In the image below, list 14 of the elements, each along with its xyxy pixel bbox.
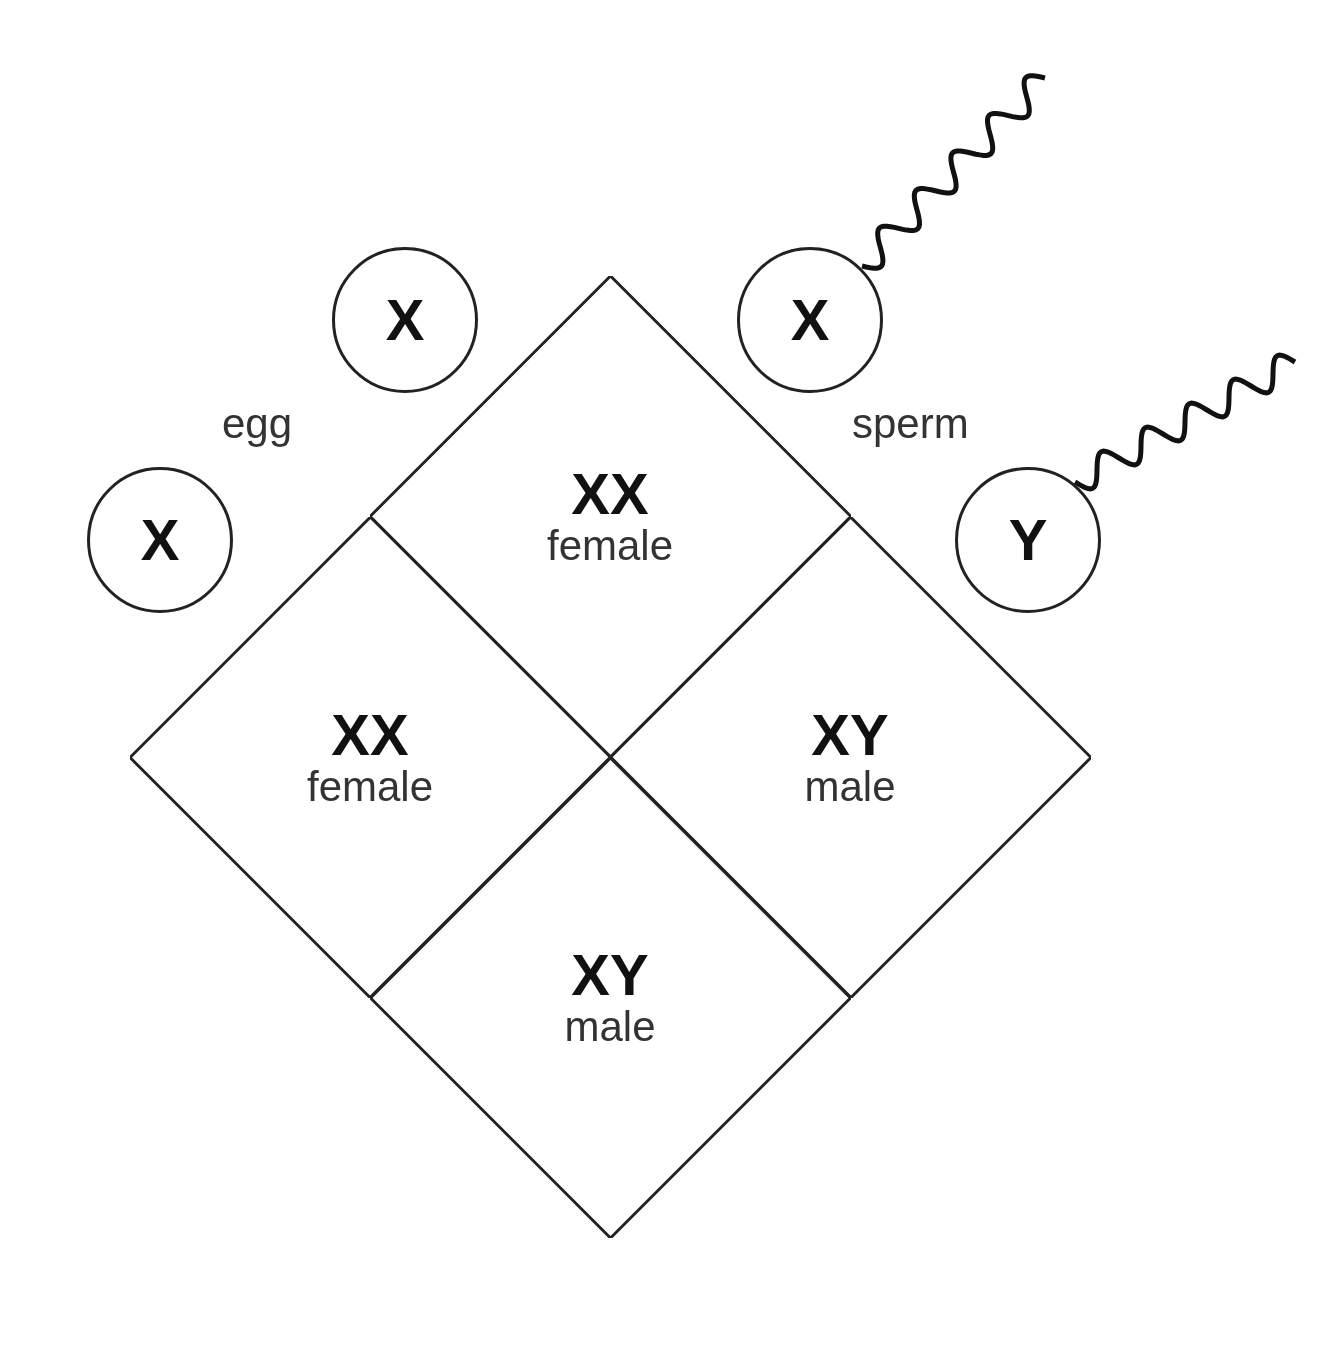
- chromosome-label: XX: [571, 463, 649, 525]
- chromosome-label: XX: [331, 704, 409, 766]
- chromosome-label: XY: [811, 704, 889, 766]
- chromosome-label: X: [385, 289, 425, 351]
- chromosome-label: XY: [571, 944, 649, 1006]
- gamete-label: sperm: [852, 400, 969, 448]
- chromosome-label: Y: [1008, 509, 1048, 571]
- gamete-label: egg: [222, 400, 293, 448]
- chromosome-label: X: [790, 289, 830, 351]
- sex-label: female: [306, 765, 434, 810]
- sex-label: male: [804, 765, 896, 810]
- sex-label: female: [546, 524, 674, 569]
- sex-label: male: [564, 1005, 656, 1050]
- chromosome-label: X: [140, 509, 180, 571]
